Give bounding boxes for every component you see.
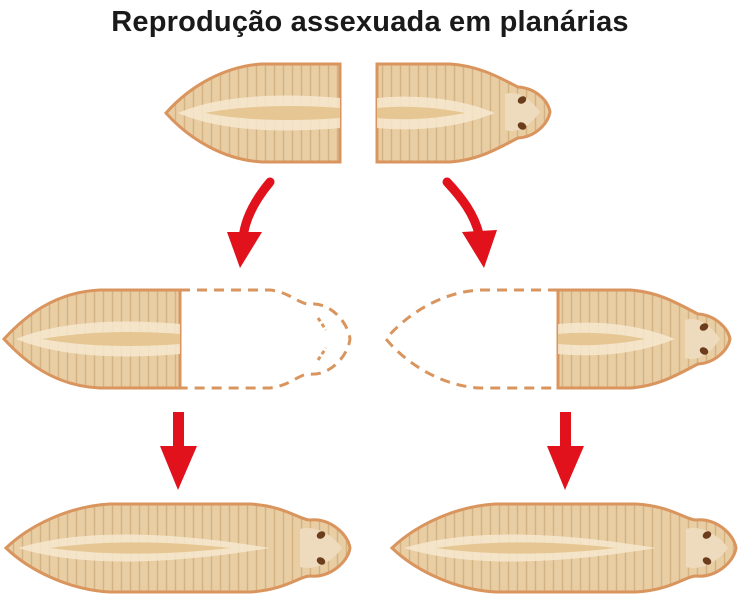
arrow-down-right <box>547 412 584 490</box>
complete-planarian-left <box>3 502 352 594</box>
eyespot <box>702 557 712 565</box>
arrow-regenerate-tail <box>442 177 497 268</box>
regenerating-tail <box>384 288 732 390</box>
eyespot <box>702 531 712 539</box>
eyespot <box>699 347 709 355</box>
diagram-title: Reprodução assexuada em planárias <box>111 6 629 38</box>
eyespot <box>517 96 527 104</box>
eyespot <box>316 531 326 539</box>
eyespot <box>316 557 326 565</box>
eyespot <box>699 323 709 331</box>
arrow-down-left <box>160 412 197 490</box>
head-fragment <box>375 62 552 164</box>
tail-fragment <box>163 62 342 164</box>
arrow-regenerate-head <box>227 177 275 268</box>
eyespot <box>517 122 527 130</box>
regenerating-head <box>1 288 352 390</box>
complete-planarian-right <box>389 502 738 594</box>
